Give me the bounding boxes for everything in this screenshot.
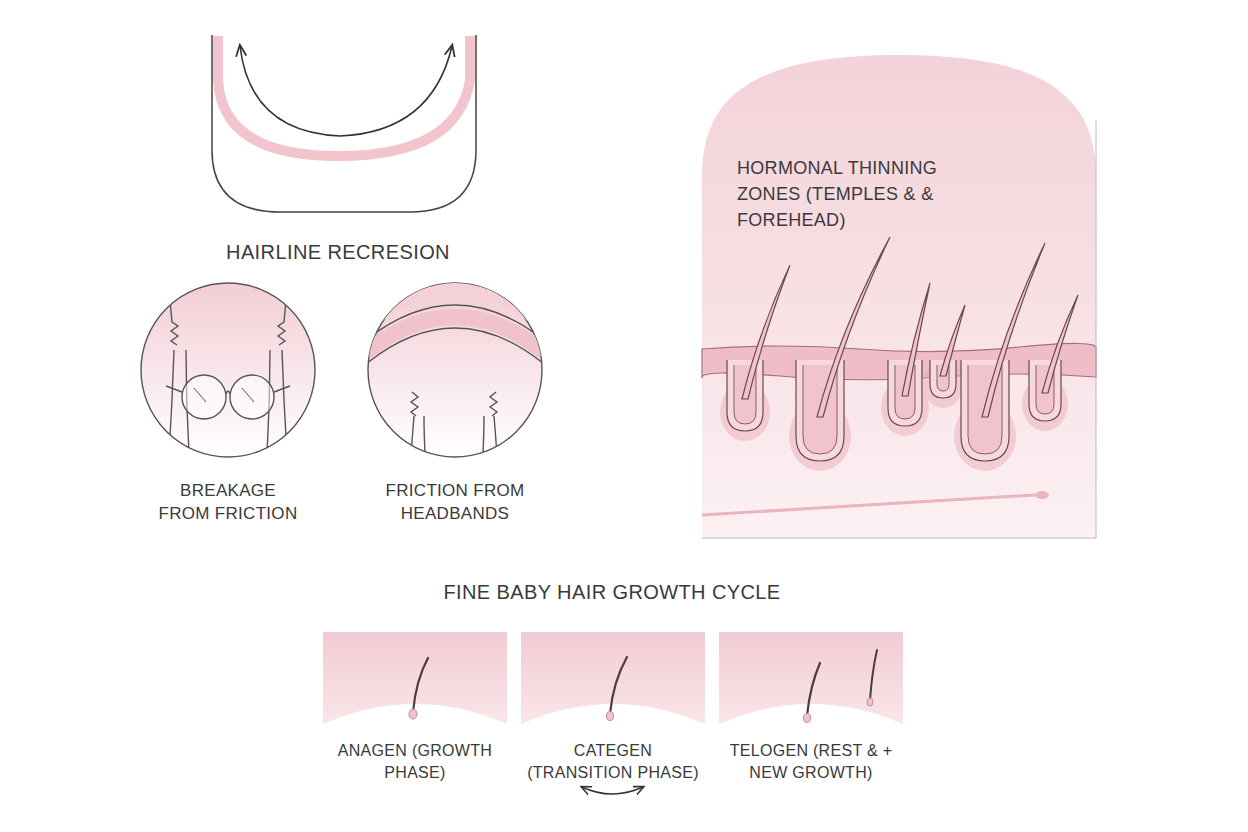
phase-panel: CATEGEN (TRANSITION PHASE) <box>521 632 705 783</box>
rect-outline <box>323 632 507 735</box>
friction-circle: BREAKAGE FROM FRICTION <box>140 282 316 526</box>
skin-mound <box>719 704 903 735</box>
panel-shape <box>702 55 1096 538</box>
circle-shape <box>368 283 542 457</box>
panel-heading: HORMONAL THINNING ZONES (TEMPLES & & FOR… <box>737 155 987 233</box>
circle-shape <box>141 283 315 457</box>
rect-outline <box>719 632 903 735</box>
hormonal-panel: HORMONAL THINNING ZONES (TEMPLES & & FOR… <box>702 55 1096 538</box>
node-caption: CATEGEN (TRANSITION PHASE) <box>521 740 705 783</box>
skin-mound <box>323 704 507 735</box>
skin-mound <box>521 704 705 735</box>
circle-outline <box>140 282 316 458</box>
phase-panel: ANAGEN (GROWTH PHASE) <box>323 632 507 783</box>
node-caption: BREAKAGE FROM FRICTION <box>158 480 298 526</box>
panel-shape <box>323 632 507 735</box>
panel-shape <box>719 632 903 735</box>
node-caption: TELOGEN (REST & + NEW GROWTH) <box>719 740 903 783</box>
panel-shape <box>521 632 705 735</box>
section-title: FINE BABY HAIR GROWTH CYCLE <box>443 581 780 604</box>
circle-outline <box>367 282 543 458</box>
hairline-shape <box>212 35 476 212</box>
section-label: HAIRLINE RECRESION <box>226 241 450 264</box>
node-caption: FRICTION FROM HEADBANDS <box>369 480 541 526</box>
node-caption: ANAGEN (GROWTH PHASE) <box>323 740 507 783</box>
rect-outline <box>521 632 705 735</box>
headband-art <box>366 256 544 470</box>
headband-circle: FRICTION FROM HEADBANDS <box>367 282 543 526</box>
phase-panel: TELOGEN (REST & + NEW GROWTH) <box>719 632 903 783</box>
arch-outline <box>702 55 1096 538</box>
